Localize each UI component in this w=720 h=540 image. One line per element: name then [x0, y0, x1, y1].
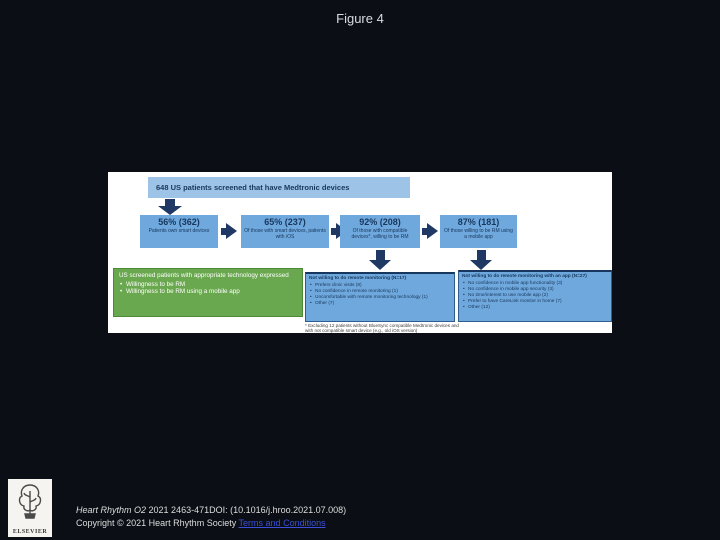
list-item: Other (7) — [309, 301, 451, 307]
stat-label: Patients own smart devices — [148, 228, 210, 234]
arrow-head — [226, 223, 237, 239]
flow-box-mobile-app: 87% (181) Of those willing to be RM usin… — [440, 215, 517, 248]
arrow-shaft — [331, 227, 336, 235]
figure-title: Figure 4 — [336, 11, 384, 26]
stat-label: Of those with smart devices, patients wi… — [244, 228, 326, 240]
arrow-head — [427, 223, 438, 239]
summary-green-box: US screened patients with appropriate te… — [113, 268, 303, 317]
arrow-right-icon — [422, 223, 438, 239]
not-willing-app-box: Not willing to do remote monitoring with… — [458, 270, 612, 322]
flow-box-ios: 65% (237) Of those with smart devices, p… — [241, 215, 329, 248]
list-item: No confidence in mobile app security (3) — [462, 287, 608, 293]
arrow-head — [470, 260, 492, 270]
reasons-list: No confidence in mobile app functionalit… — [462, 281, 608, 311]
footnote: * Excluding 12 patients without BlueSync… — [305, 323, 459, 334]
stat-label: Of those willing to be RM using a mobile… — [444, 228, 513, 240]
arrow-shaft — [221, 227, 226, 235]
arrow-shaft — [375, 250, 385, 260]
list-item: No confidence in remote monitoring (1) — [309, 289, 451, 295]
citation-rest: 2021 2463-471DOI: (10.1016/j.hroo.2021.0… — [146, 505, 347, 515]
arrow-down-icon — [470, 250, 492, 270]
list-item: Uncomfortable with remote monitoring tec… — [309, 295, 451, 301]
stat-value: 92% (208) — [359, 217, 401, 227]
stat-value: 56% (362) — [158, 217, 200, 227]
copyright-text: Copyright © 2021 Heart Rhythm Society — [76, 518, 239, 528]
list-item: Willingness to be RM using a mobile app — [119, 288, 297, 296]
flow-header-box: 648 US patients screened that have Medtr… — [148, 177, 410, 198]
list-item: Willingness to be RM — [119, 281, 297, 289]
list-item: Prefers clinic visits (8) — [309, 283, 451, 289]
citation-block: Heart Rhythm O2 2021 2463-471DOI: (10.10… — [76, 504, 346, 530]
list-item: No time/interest to use mobile app (2) — [462, 293, 608, 299]
list-item: Other (12) — [462, 305, 608, 311]
reasons-list: Prefers clinic visits (8) No confidence … — [309, 283, 451, 307]
elsevier-tree-icon — [18, 484, 42, 519]
arrow-right-icon — [221, 223, 237, 239]
stat-value: 87% (181) — [457, 217, 500, 227]
list-item: No confidence in mobile app functionalit… — [462, 281, 608, 287]
arrow-down-icon — [369, 250, 391, 270]
stat-value: 65% (237) — [264, 217, 306, 227]
flow-box-willing-rm: 92% (208) Of those with compatible devic… — [340, 215, 420, 248]
stat-label: Of those with compatible devices*, willi… — [351, 228, 409, 240]
arrow-head — [158, 206, 182, 215]
green-box-title: US screened patients with appropriate te… — [119, 272, 289, 279]
citation-line: Heart Rhythm O2 2021 2463-471DOI: (10.10… — [76, 504, 346, 517]
elsevier-logo: ELSEVIER — [8, 479, 52, 537]
detail-box-title: Not willing to do remote monitoring (N=1… — [309, 276, 407, 281]
figure-panel: 648 US patients screened that have Medtr… — [108, 172, 612, 333]
list-item: Prefer to have CareLink monitor in home … — [462, 299, 608, 305]
arrow-shaft — [165, 199, 175, 206]
arrow-shaft — [476, 250, 486, 260]
arrow-head — [369, 260, 391, 270]
journal-name: Heart Rhythm O2 — [76, 505, 147, 515]
terms-link[interactable]: Terms and Conditions — [238, 518, 326, 528]
not-willing-rm-box: Not willing to do remote monitoring (N=1… — [305, 272, 455, 322]
elsevier-wordmark: ELSEVIER — [12, 529, 48, 535]
arrow-down-icon — [158, 199, 182, 215]
detail-box-title: Not willing to do remote monitoring with… — [462, 274, 587, 279]
flow-box-own-devices: 56% (362) Patients own smart devices — [140, 215, 218, 248]
copyright-line: Copyright © 2021 Heart Rhythm Society Te… — [76, 517, 346, 530]
green-box-list: Willingness to be RM Willingness to be R… — [119, 281, 297, 296]
arrow-shaft — [422, 227, 427, 235]
